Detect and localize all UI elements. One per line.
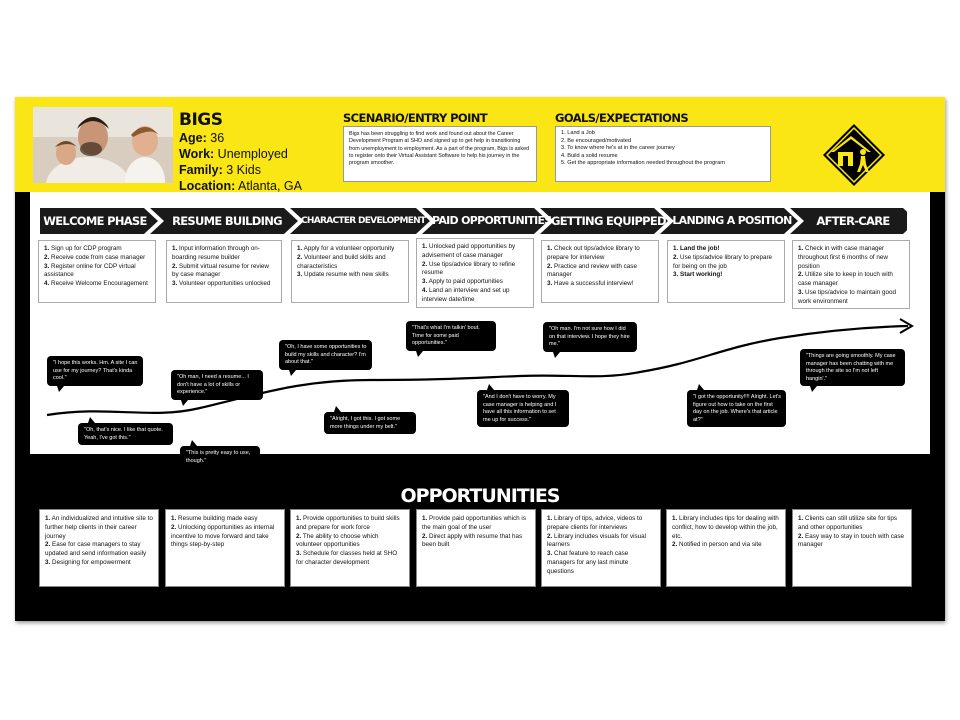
- phase-getting-equipped: GETTING EQUIPPED: [551, 214, 667, 228]
- quote-bubble: "And I don't have to worry. My case mana…: [477, 383, 569, 428]
- goal-item: 3. To know where he's at in the career j…: [561, 145, 675, 152]
- goals-title: GOALS/EXPECTATIONS: [555, 111, 689, 125]
- steps-landing-a-position: 1. Land the job! 2. Use tips/advice libr…: [667, 240, 785, 303]
- opportunities-title: OPPORTUNITIES: [400, 485, 561, 507]
- persona-family: Family: 3 Kids: [179, 163, 261, 177]
- goals-section: GOALS/EXPECTATIONS 1. Land a Job 2. Be e…: [555, 111, 771, 182]
- goal-item: 2. Be encouraged/motivated: [561, 137, 631, 144]
- quote-bubble: "That's what I'm talkin' bout. Time for …: [406, 321, 496, 357]
- quote-bubble: "I hope this works. Hm. A site I can use…: [47, 356, 143, 392]
- phase-after-care: AFTER-CARE: [816, 214, 890, 228]
- phase-welcome: WELCOME PHASE: [43, 214, 147, 228]
- quote-bubble: "I got the opportunity!!!! Alright. Let'…: [687, 383, 786, 428]
- goal-item: 4. Build a solid resume: [561, 152, 618, 159]
- opportunity-box: 1. Library of tips, advice, videos to pr…: [541, 509, 661, 587]
- quote-bubble: "Things are going smoothly. My case mana…: [800, 349, 905, 393]
- steps-resume-building: 1. Input information through on-boarding…: [166, 240, 282, 303]
- opportunity-box: 1. Provide opportunities to build skills…: [290, 509, 410, 587]
- quote-bubble: "Oh, I have some opportunities to build …: [279, 340, 372, 376]
- quote-bubble: "Oh, that's nice. I like that quote. Yea…: [78, 416, 173, 446]
- scenario-title: SCENARIO/ENTRY POINT: [343, 111, 488, 125]
- phase-resume-building: RESUME BUILDING: [172, 214, 282, 228]
- steps-character-development: 1. Apply for a volunteer opportunity 2. …: [291, 240, 409, 303]
- scenario-section: SCENARIO/ENTRY POINT Bigs has been strug…: [343, 111, 537, 182]
- goals-list: 1. Land a Job 2. Be encouraged/motivated…: [555, 126, 771, 182]
- opportunity-box: 1. Clients can still utilize site for ti…: [792, 509, 912, 587]
- goal-item: 1. Land a Job: [561, 130, 595, 136]
- opportunity-box: 1. Provide paid opportunities which is t…: [416, 509, 536, 587]
- opportunity-box: 1. Resume building made easy 2. Unlockin…: [165, 509, 285, 587]
- persona-work: Work: Unemployed: [179, 147, 288, 161]
- goal-item: 5. Get the appropriate information neede…: [561, 160, 725, 167]
- steps-welcome: 1. Sign up for CDP program 2. Receive co…: [38, 240, 156, 303]
- steps-getting-equipped: 1. Check out tips/advice library to prep…: [541, 240, 659, 303]
- steps-after-care: 1. Check in with case manager throughout…: [792, 240, 910, 309]
- persona-location: Location: Atlanta, GA: [179, 179, 302, 193]
- house-person-logo-icon: [823, 124, 885, 186]
- quote-bubble: "Oh man. I'm not sure how I did on that …: [543, 322, 637, 358]
- persona-details: BIGS Age: 36 Work: Unemployed Family: 3 …: [179, 110, 339, 194]
- phase-header-bar: WELCOME PHASE RESUME BUILDING CHARACTER …: [27, 208, 907, 234]
- opportunity-box: 1. An individualized and intuitive site …: [39, 509, 159, 587]
- opportunity-box: 1. Library includes tips for dealing wit…: [666, 509, 786, 587]
- persona-photo: [33, 107, 173, 183]
- persona-age: Age: 36: [179, 131, 225, 145]
- scenario-text: Bigs has been struggling to find work an…: [343, 126, 537, 182]
- quote-bubble: "Oh man, I need a resume... I don't have…: [171, 370, 263, 406]
- quote-bubble: "Alright, I got this. I got some more th…: [324, 405, 416, 435]
- phase-landing-a-position: LANDING A POSITION: [672, 214, 792, 227]
- quote-bubble: "This is pretty easy to use, though.": [180, 439, 260, 469]
- phase-character-development: CHARACTER DEVELOPMENT: [301, 216, 426, 226]
- persona-name: BIGS: [179, 110, 223, 130]
- phase-paid-opportunities: PAID OPPORTUNITIES: [432, 214, 552, 227]
- steps-paid-opportunities: 1. Unlocked paid opportunities by advise…: [416, 238, 534, 308]
